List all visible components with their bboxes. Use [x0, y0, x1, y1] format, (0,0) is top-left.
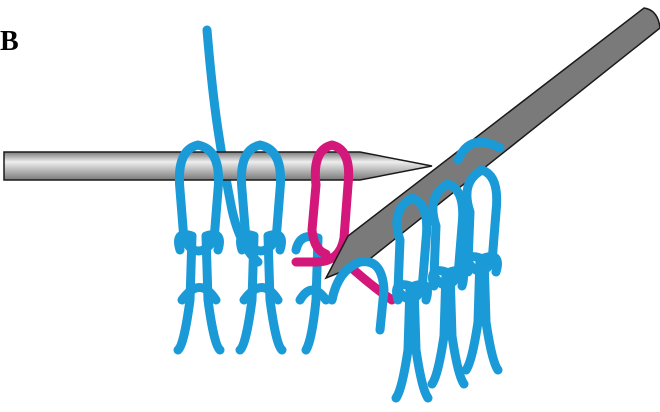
stitch-lower-loop	[182, 288, 216, 301]
right-stitch-leg-right	[484, 257, 498, 370]
stitch-lower-loop	[244, 288, 278, 301]
right-stitch-leg-right	[414, 285, 428, 398]
right-stitch-leg-right	[450, 271, 464, 384]
right-stitch-leg-left	[396, 285, 410, 398]
right-stitch-leg-left	[466, 257, 480, 370]
step-label: B	[0, 28, 19, 56]
right-stitch-leg-left	[432, 271, 446, 384]
